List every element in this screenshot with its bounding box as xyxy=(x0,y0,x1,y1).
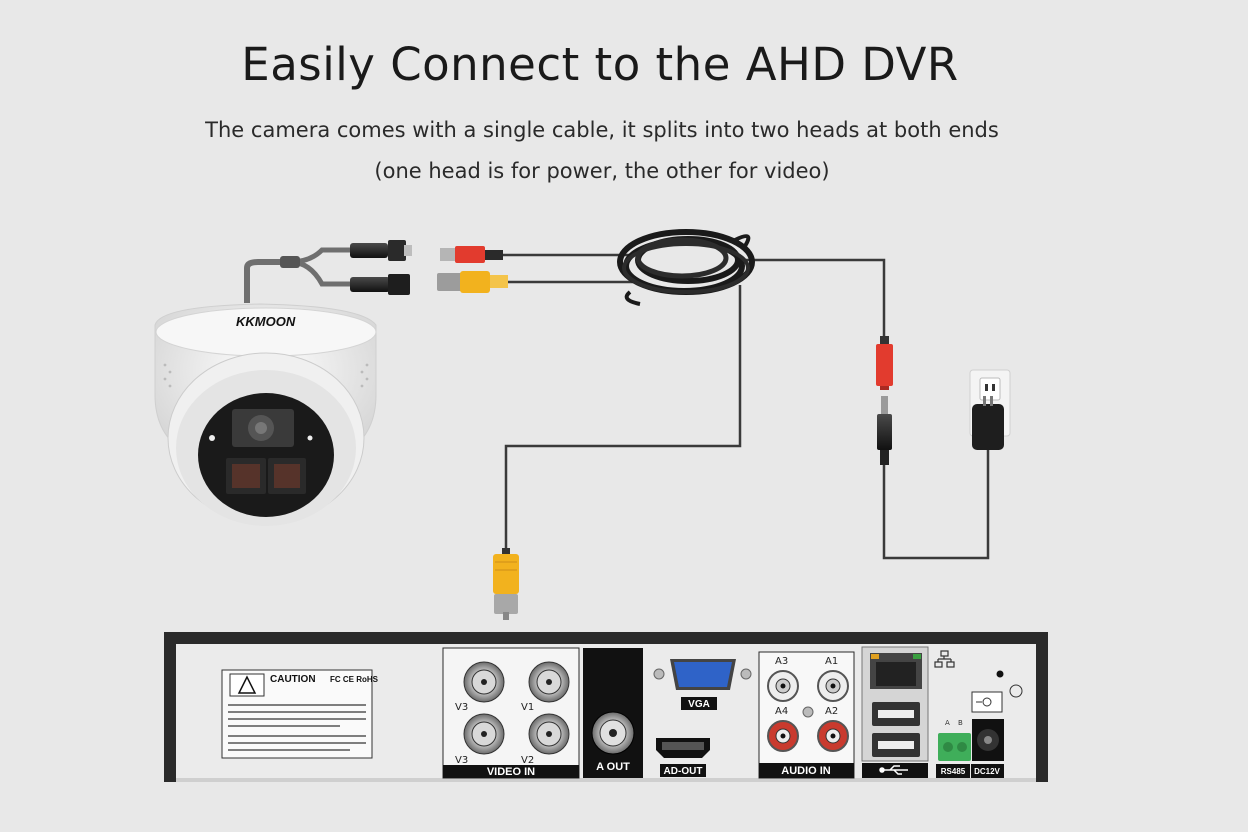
video-in-label: VIDEO IN xyxy=(487,766,535,778)
video-in-section: V3 V1 V3 V2 VIDEO IN xyxy=(442,647,580,779)
usb-port-1[interactable] xyxy=(872,702,920,726)
extension-cable-lines xyxy=(503,253,990,560)
audio-in-label: AUDIO IN xyxy=(781,765,831,777)
rs485-b-label: B xyxy=(958,719,963,727)
dvr-rear-panel: CAUTION FC CE RoHS V3 V1 V3 V2 VIDEO IN xyxy=(164,632,1048,782)
usb-network-section xyxy=(861,646,929,778)
camera-bnc-connector xyxy=(350,274,410,295)
bnc-port-v3-bottom[interactable] xyxy=(463,713,505,755)
port-label-v2: V2 xyxy=(521,755,534,766)
camera-pigtail-cable xyxy=(244,247,352,303)
dome-camera: KKMOON xyxy=(154,303,377,526)
rca-port-a1[interactable] xyxy=(817,670,849,702)
audio-out-label: A OUT xyxy=(596,761,630,773)
camera-brand-logo: KKMOON xyxy=(236,314,296,329)
bnc-port-v2[interactable] xyxy=(528,713,570,755)
audio-out-section: A OUT xyxy=(583,648,643,778)
dc-polarity-icon xyxy=(971,691,1003,713)
camera-power-plug-connector xyxy=(350,240,412,261)
hdmi-port[interactable] xyxy=(656,738,710,758)
power-female-red-connector xyxy=(876,336,893,390)
rca-port-a2[interactable] xyxy=(817,720,849,752)
bnc-port-v3-top[interactable] xyxy=(463,661,505,703)
port-label-v1: V1 xyxy=(521,702,534,713)
status-led xyxy=(996,670,1004,678)
rs485-a-label: A xyxy=(945,719,950,727)
cert-marks: FC CE RoHS xyxy=(330,675,379,684)
vga-port[interactable] xyxy=(653,659,752,690)
usb-port-2[interactable] xyxy=(872,733,920,757)
network-icon xyxy=(934,650,955,668)
power-adapter-icon xyxy=(972,396,1004,450)
usb-icon xyxy=(879,765,908,775)
ground-screw-icon xyxy=(1009,684,1023,698)
extension-power-head-red xyxy=(440,246,503,263)
power-male-dc-connector xyxy=(877,396,892,465)
rs485-terminal[interactable] xyxy=(938,733,971,761)
port-label-a4: A4 xyxy=(775,706,788,717)
bnc-port-v1[interactable] xyxy=(528,661,570,703)
caution-text: CAUTION xyxy=(270,674,316,685)
dc12v-label: DC12V xyxy=(974,767,1000,776)
port-label-a1: A1 xyxy=(825,656,838,667)
bnc-video-plug-yellow xyxy=(493,548,519,620)
ethernet-port[interactable] xyxy=(870,653,922,689)
vga-label: VGA xyxy=(688,699,710,710)
description-line-2: (one head is for power, the other for vi… xyxy=(374,159,830,183)
rca-port-a4[interactable] xyxy=(767,720,799,752)
port-label-a3: A3 xyxy=(775,656,788,667)
hdmi-label: AD-OUT xyxy=(664,766,703,777)
caution-label: CAUTION FC CE RoHS xyxy=(221,669,379,759)
rs485-label: RS485 xyxy=(941,767,966,776)
dc12v-power-jack[interactable] xyxy=(972,719,1004,761)
port-label-v3-bottom: V3 xyxy=(455,755,468,766)
page-title: Easily Connect to the AHD DVR xyxy=(241,38,959,91)
audio-out-port[interactable] xyxy=(591,711,635,755)
port-label-a2: A2 xyxy=(825,706,838,717)
audio-in-section: A3 A1 A4 A2 AUDIO IN xyxy=(758,651,855,779)
description-line-1: The camera comes with a single cable, it… xyxy=(205,118,999,142)
extension-video-head-yellow xyxy=(437,271,508,293)
rca-port-a3[interactable] xyxy=(767,670,799,702)
cable-coil xyxy=(617,229,755,306)
port-label-v3-top: V3 xyxy=(455,702,468,713)
